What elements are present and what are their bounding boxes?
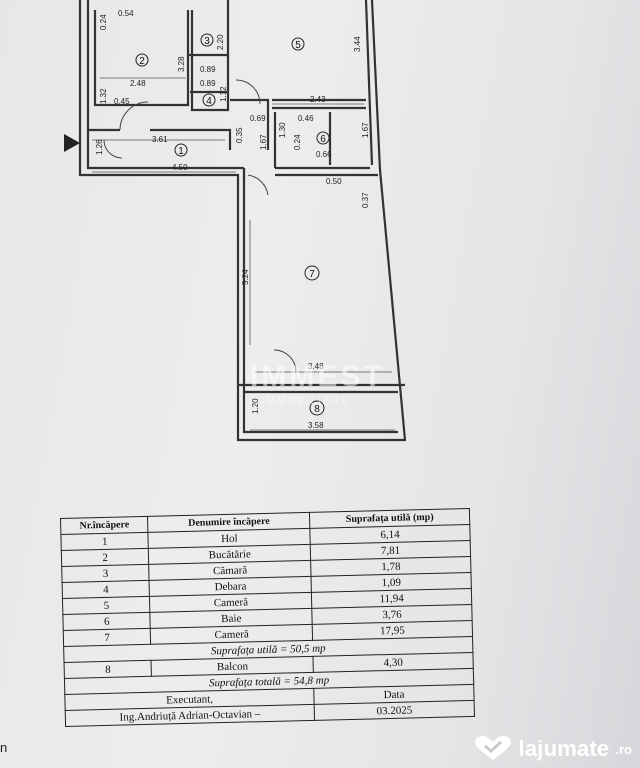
svg-text:IMMEST: IMMEST xyxy=(250,360,385,393)
svg-text:2.48: 2.48 xyxy=(130,79,146,88)
svg-text:3.58: 3.58 xyxy=(308,421,324,430)
rooms-table: Nr.încăpere Denumire încăpere Suprafața … xyxy=(60,508,475,727)
svg-text:2: 2 xyxy=(139,56,145,67)
svg-text:1.67: 1.67 xyxy=(259,134,268,150)
date-value: 03.2025 xyxy=(314,700,475,721)
room-number-5: 5 xyxy=(291,37,305,51)
svg-text:1: 1 xyxy=(178,146,184,157)
svg-text:3: 3 xyxy=(204,36,210,47)
svg-text:3.61: 3.61 xyxy=(152,135,168,144)
svg-text:3.48: 3.48 xyxy=(308,362,324,371)
svg-text:0.50: 0.50 xyxy=(326,177,342,186)
logo-text: lajumate xyxy=(518,736,610,761)
svg-text:7: 7 xyxy=(309,269,315,280)
site-logo[interactable]: lajumate .ro xyxy=(473,736,632,762)
svg-text:3.44: 3.44 xyxy=(353,36,362,52)
svg-text:3.28: 3.28 xyxy=(177,56,186,72)
svg-text:1.67: 1.67 xyxy=(361,122,370,138)
entrance-arrow-icon xyxy=(64,134,80,152)
room-number-2: 2 xyxy=(135,53,149,67)
svg-text:1.26: 1.26 xyxy=(95,139,104,155)
room-number-6: 6 xyxy=(316,131,330,145)
svg-text:0.24: 0.24 xyxy=(99,14,108,30)
svg-text:8: 8 xyxy=(314,404,320,415)
room-number-8: 8 xyxy=(309,400,325,416)
cropped-edge-text: n xyxy=(0,740,8,755)
watermark: IMMEST IMMOBILIARE xyxy=(250,360,385,407)
svg-text:5: 5 xyxy=(295,40,301,51)
svg-text:0.45: 0.45 xyxy=(114,97,130,106)
svg-text:5.24: 5.24 xyxy=(241,269,250,285)
svg-text:IMMOBILIARE: IMMOBILIARE xyxy=(262,396,350,407)
svg-text:1.30: 1.30 xyxy=(278,122,287,138)
logo-domain: .ro xyxy=(615,741,632,757)
svg-text:0.89: 0.89 xyxy=(200,79,216,88)
room-number-7: 7 xyxy=(304,265,320,281)
svg-text:0.46: 0.46 xyxy=(298,114,314,123)
svg-text:4: 4 xyxy=(206,96,212,107)
svg-text:0.35: 0.35 xyxy=(235,127,244,143)
svg-text:0.89: 0.89 xyxy=(200,65,216,74)
floor-plan: 1 2 3 4 5 6 7 8 0.54 0.24 2.48 3.28 2.20… xyxy=(64,0,407,442)
svg-text:0.54: 0.54 xyxy=(118,9,134,18)
svg-text:0.69: 0.69 xyxy=(250,114,266,123)
svg-text:6: 6 xyxy=(320,134,326,145)
svg-text:1.32: 1.32 xyxy=(99,88,108,104)
svg-text:2.20: 2.20 xyxy=(216,34,225,50)
room-number-3: 3 xyxy=(200,33,214,47)
room-number-4: 4 xyxy=(202,93,216,107)
room-number-1: 1 xyxy=(174,143,188,157)
svg-text:1.20: 1.20 xyxy=(251,398,260,414)
svg-text:0.66: 0.66 xyxy=(316,150,332,159)
svg-text:0.37: 0.37 xyxy=(361,192,370,208)
svg-text:4.50: 4.50 xyxy=(172,163,188,172)
dimension-labels: 0.54 0.24 2.48 3.28 2.20 0.89 0.89 1.12 … xyxy=(95,9,370,430)
svg-text:0.24: 0.24 xyxy=(293,134,302,150)
rooms-table-wrapper: Nr.încăpere Denumire încăpere Suprafața … xyxy=(60,508,475,727)
svg-text:2.43: 2.43 xyxy=(310,95,326,104)
heart-check-icon xyxy=(474,736,511,760)
svg-text:1.12: 1.12 xyxy=(219,86,228,102)
